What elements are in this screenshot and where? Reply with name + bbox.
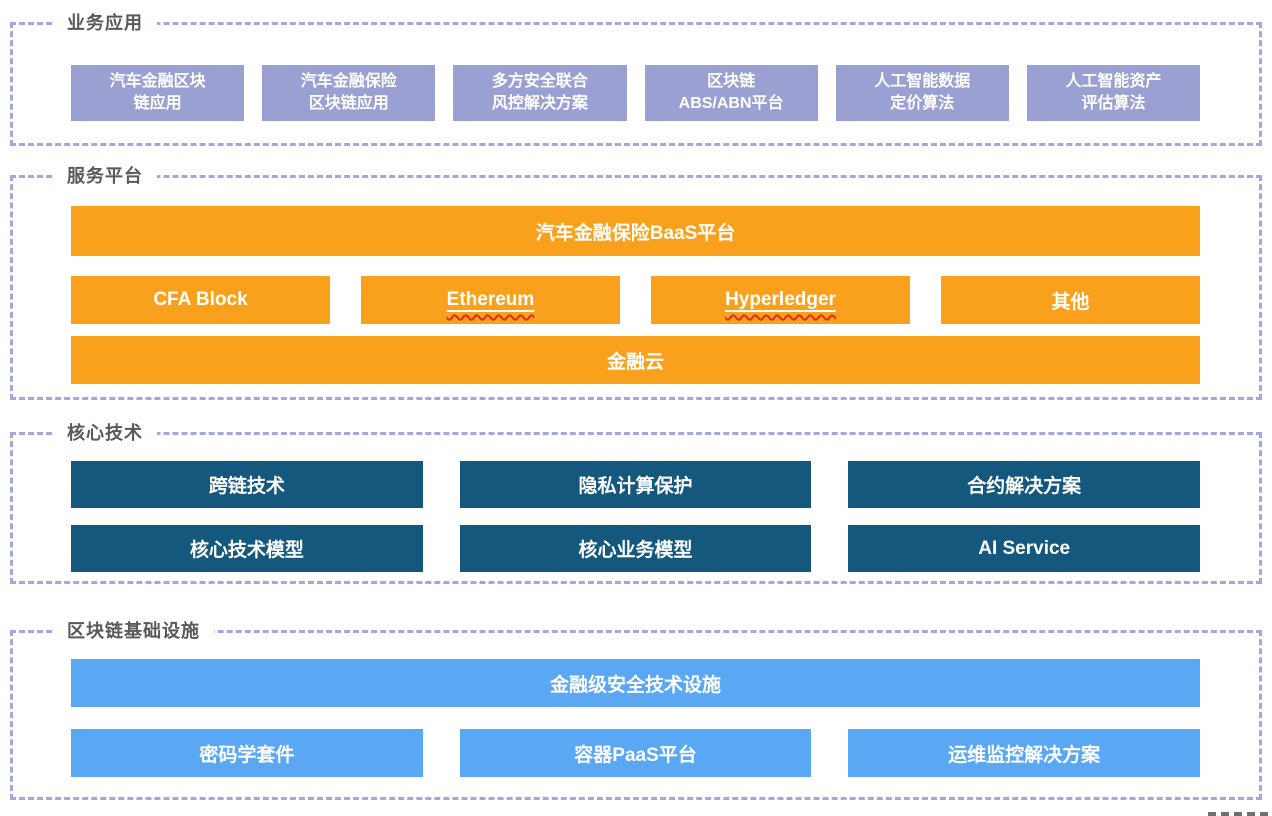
bar-financial-grade-security-infrastructure: 金融级安全技术设施	[71, 659, 1200, 707]
cutoff-text-fragment	[1208, 812, 1270, 816]
box-contract-solution: 合约解决方案	[848, 461, 1201, 508]
section-title-business-apps: 业务应用	[53, 11, 157, 36]
bar-financial-cloud: 金融云	[71, 336, 1200, 384]
box-container-paas-platform: 容器PaaS平台	[459, 729, 812, 777]
business-apps-row: 汽车金融区块 链应用 汽车金融保险 区块链应用 多方安全联合 风控解决方案 区块…	[71, 65, 1201, 121]
box-blockchain-abs-abn-platform: 区块链 ABS/ABN平台	[644, 65, 818, 121]
underlined-word: Ethereum	[447, 289, 535, 311]
bar-auto-finance-insurance-baas-platform: 汽车金融保险BaaS平台	[71, 206, 1200, 256]
section-service-platform: 服务平台 汽车金融保险BaaS平台 CFA Block Ethereum Hyp…	[10, 164, 1262, 400]
section-title-service-platform: 服务平台	[53, 164, 157, 189]
section-core-tech: 核心技术 跨链技术 隐私计算保护 合约解决方案 核心技术模型 核心业务模型 AI…	[10, 421, 1262, 584]
box-ai-service: AI Service	[848, 525, 1201, 572]
box-ops-monitoring-solution: 运维监控解决方案	[848, 729, 1201, 777]
box-hyperledger: Hyperledger	[651, 276, 910, 324]
spellcheck-squiggle-word: Ethereum	[446, 289, 535, 310]
box-core-business-model: 核心业务模型	[459, 525, 812, 572]
box-cryptography-suite: 密码学套件	[71, 729, 423, 777]
box-cfa-block: CFA Block	[71, 276, 330, 324]
box-auto-finance-insurance-blockchain-app: 汽车金融保险 区块链应用	[262, 65, 436, 121]
section-business-apps: 业务应用 汽车金融区块 链应用 汽车金融保险 区块链应用 多方安全联合 风控解决…	[10, 11, 1262, 146]
box-privacy-computing-protection: 隐私计算保护	[459, 461, 812, 508]
box-ai-asset-valuation-algorithm: 人工智能资产 评估算法	[1026, 65, 1201, 121]
box-other: 其他	[941, 276, 1200, 324]
chain-row: CFA Block Ethereum Hyperledger 其他	[71, 276, 1200, 324]
core-tech-row-2: 核心技术模型 核心业务模型 AI Service	[71, 525, 1201, 572]
section-blockchain-infra: 区块链基础设施 金融级安全技术设施 密码学套件 容器PaaS平台 运维监控解决方…	[10, 619, 1262, 800]
core-tech-row-1: 跨链技术 隐私计算保护 合约解决方案	[71, 461, 1201, 508]
spellcheck-squiggle-word: Hyperledger	[725, 289, 836, 310]
box-ethereum: Ethereum	[361, 276, 620, 324]
underlined-word: Hyperledger	[725, 289, 836, 311]
box-core-tech-model: 核心技术模型	[71, 525, 423, 572]
infra-row: 密码学套件 容器PaaS平台 运维监控解决方案	[71, 729, 1201, 777]
section-title-core-tech: 核心技术	[53, 421, 157, 446]
box-auto-finance-blockchain-app: 汽车金融区块 链应用	[71, 65, 245, 121]
box-ai-data-pricing-algorithm: 人工智能数据 定价算法	[835, 65, 1009, 121]
box-cross-chain-tech: 跨链技术	[71, 461, 423, 508]
section-title-blockchain-infra: 区块链基础设施	[53, 619, 214, 644]
box-multiparty-security-risk-control: 多方安全联合 风控解决方案	[453, 65, 627, 121]
